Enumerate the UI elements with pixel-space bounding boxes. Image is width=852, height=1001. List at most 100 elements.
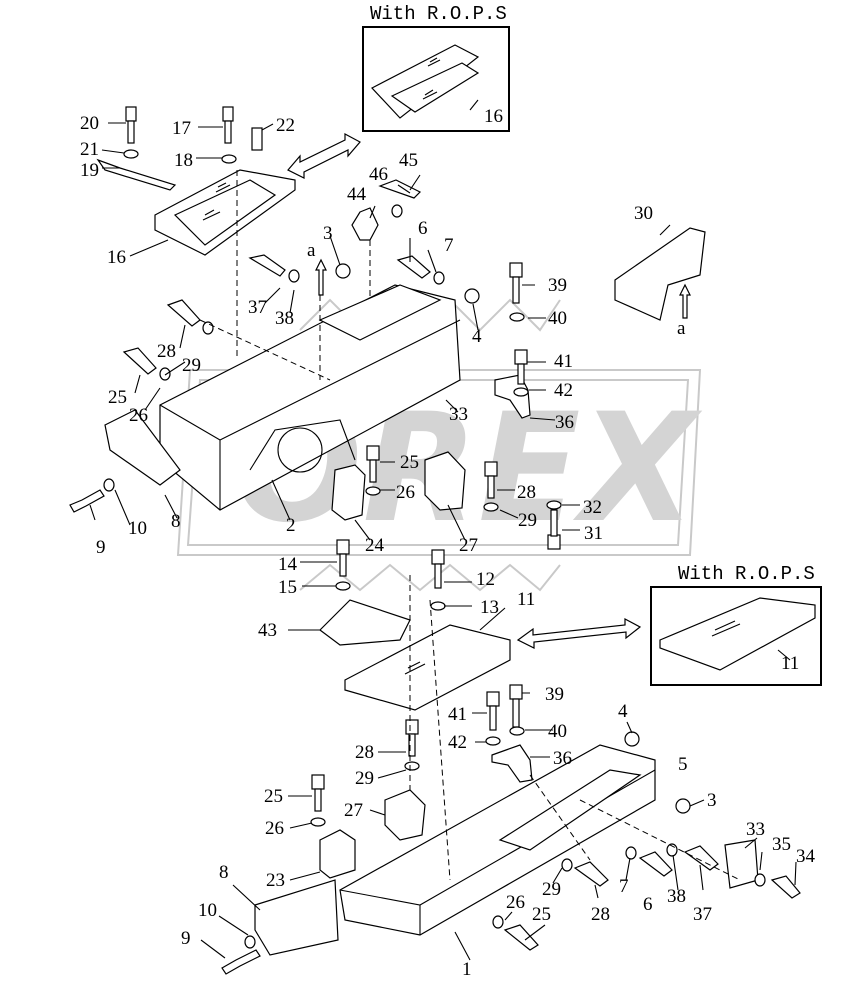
part-label: 32	[583, 497, 602, 518]
inset-bottom-caption: With R.O.P.S	[678, 563, 815, 585]
part-label: 39	[545, 684, 564, 705]
bracket-23	[319, 829, 356, 879]
part-label: 5	[678, 754, 688, 775]
bolts	[69, 106, 801, 975]
leader-lines	[89, 99, 797, 961]
part-label: 29	[542, 879, 561, 900]
part-label: 18	[174, 150, 193, 171]
part-label: 28	[591, 904, 610, 925]
part-label: 25	[264, 786, 283, 807]
part-label: 13	[480, 597, 499, 618]
cover-33-lower	[724, 839, 759, 889]
part-label: 9	[96, 537, 106, 558]
part-label: 46	[369, 164, 388, 185]
part-label: 19	[80, 160, 99, 181]
part-label: 29	[182, 355, 201, 376]
bracket-27-upper	[424, 451, 466, 511]
washers	[103, 149, 766, 949]
part-label: 12	[476, 569, 495, 590]
part-label: 6	[643, 894, 653, 915]
plate-30	[614, 227, 706, 321]
part-label: 25	[400, 452, 419, 473]
inset-top	[362, 26, 510, 132]
part-label: 35	[772, 834, 791, 855]
bracket-24	[331, 464, 366, 521]
part-label: 8	[219, 862, 229, 883]
part-label: 37	[248, 297, 267, 318]
arrow-a-up-left	[315, 258, 327, 296]
part-label: a	[307, 240, 316, 261]
hitch-8-lower	[254, 879, 339, 956]
double-arrow-bottom	[516, 618, 642, 649]
part-label: 3	[323, 223, 333, 244]
plate-43	[319, 599, 411, 646]
part-labels-top: 20 17 22 21 18 19 16 16 46 45 44 3 6 7 3…	[80, 106, 686, 558]
part-label: 11	[517, 589, 535, 610]
part-label: 17	[172, 118, 191, 139]
part-label: 7	[444, 235, 454, 256]
part-label: 25	[108, 387, 127, 408]
part-label: 6	[418, 218, 428, 239]
part-label: 27	[344, 800, 363, 821]
part-label: 24	[365, 535, 385, 556]
part-label: 21	[80, 139, 99, 160]
part-label: 26	[129, 405, 148, 426]
part-label: 8	[171, 511, 181, 532]
part-label: 7	[619, 876, 629, 897]
part-labels-bottom: 14 15 12 13 11 11 43 39 41 40 42 36 4 5 …	[181, 554, 816, 980]
part-label: 27	[459, 535, 478, 556]
part-label: 40	[548, 721, 567, 742]
part-label: 14	[278, 554, 298, 575]
part-label: 3	[707, 790, 717, 811]
part-label: 16	[484, 106, 503, 127]
part-label: a	[677, 318, 686, 339]
part-label: 26	[396, 482, 415, 503]
part-label: 16	[107, 247, 126, 268]
double-arrow-top	[287, 133, 361, 179]
part-label: 10	[128, 518, 147, 539]
upper-cover-16	[96, 158, 296, 256]
part-label: 28	[517, 482, 536, 503]
part-label: 33	[746, 819, 765, 840]
part-label: 31	[584, 523, 603, 544]
part-label: 22	[276, 115, 295, 136]
part-label: 20	[80, 113, 99, 134]
part-label: 10	[198, 900, 217, 921]
bracket-36-lower	[491, 744, 533, 783]
part-label: 29	[518, 510, 537, 531]
part-label: 39	[548, 275, 567, 296]
part-label: 4	[618, 701, 628, 722]
part-label: 40	[548, 308, 567, 329]
part-label: 15	[278, 577, 297, 598]
part-label: 2	[286, 515, 296, 536]
part-label: 28	[157, 341, 176, 362]
part-label: 43	[258, 620, 277, 641]
inset-top-caption: With R.O.P.S	[370, 3, 507, 25]
part-label: 38	[275, 308, 294, 329]
arrow-a-up-right	[679, 283, 691, 319]
part-label: 42	[448, 732, 467, 753]
part-label: 11	[781, 653, 799, 674]
part-label: 38	[667, 886, 686, 907]
part-label: 41	[448, 704, 467, 725]
part-label: 45	[399, 150, 418, 171]
part-label: 30	[634, 203, 653, 224]
part-label: 23	[266, 870, 285, 891]
part-label: 28	[355, 742, 374, 763]
part-label: 29	[355, 768, 374, 789]
part-label: 25	[532, 904, 551, 925]
part-label: 4	[472, 326, 482, 347]
part-label: 37	[693, 904, 712, 925]
bracket-27-lower	[384, 789, 426, 841]
part-label: 36	[553, 748, 572, 769]
part-label: 1	[462, 959, 472, 980]
alignment-lines	[199, 170, 741, 881]
part-label: 41	[554, 351, 573, 372]
inset-bottom	[650, 586, 822, 686]
part-label: 26	[506, 892, 525, 913]
part-label: 42	[554, 380, 573, 401]
part-label: 9	[181, 928, 191, 949]
hitch-8-upper	[104, 409, 181, 486]
